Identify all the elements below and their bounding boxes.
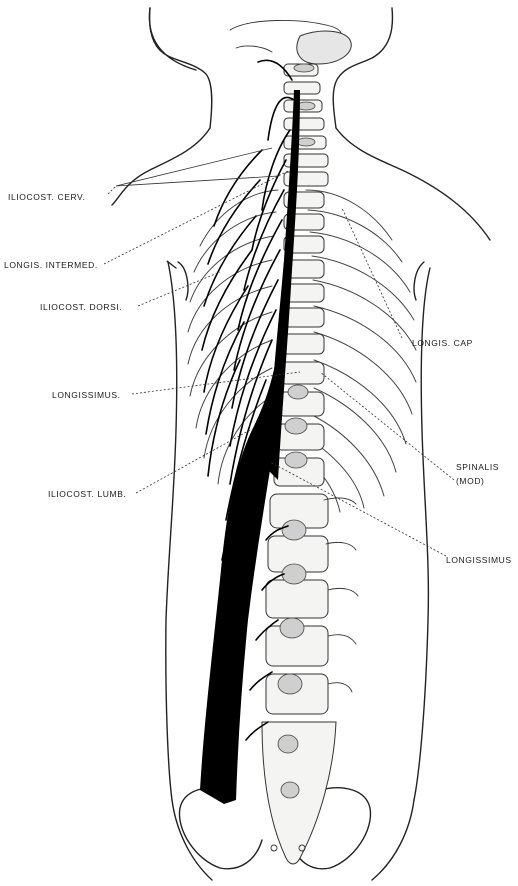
skull-base <box>230 20 351 64</box>
label-iliocost-lumb: ILIOCOST. LUMB. <box>48 489 126 499</box>
label-longissimus-right: LONGISSIMUS <box>446 555 512 565</box>
label-spinalis-mod: (MOD) <box>456 476 485 486</box>
label-longis-intermed: LONGIS. INTERMED. <box>4 260 98 270</box>
label-longissimus-left: LONGISSIMUS. <box>52 390 121 400</box>
label-longis-cap: LONGIS. CAP <box>412 338 473 348</box>
label-spinalis: SPINALIS <box>456 462 499 472</box>
label-iliocost-dorsi: ILIOCOST. DORSI. <box>40 302 122 312</box>
label-iliocost-cerv: ILIOCOST. CERV. <box>8 192 86 202</box>
